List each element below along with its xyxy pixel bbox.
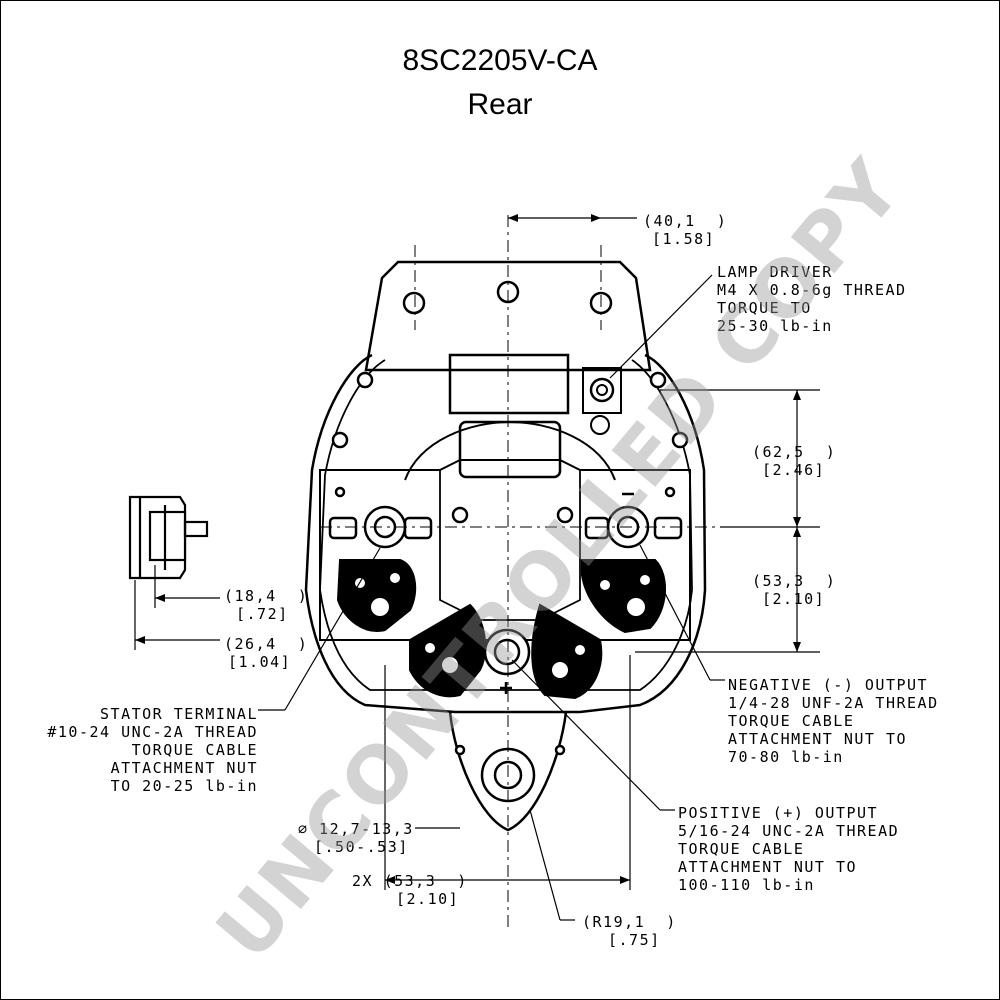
lamp-driver-line-3: TORQUE TO [717, 299, 812, 317]
right-lower-in: [2.10] [762, 590, 826, 608]
top-mounting-lug [364, 260, 652, 372]
side-a-in: [.72] [236, 605, 289, 623]
right-lower-mm: (53,3 ) [752, 572, 837, 590]
lamp-driver-line-2: M4 X 0.8-6g THREAD [717, 281, 907, 299]
heatsink-bottom-left [409, 603, 487, 698]
view-subtitle: Rear [467, 88, 533, 121]
positive-output-line-4: ATTACHMENT NUT TO [678, 858, 858, 876]
radius-in: [.75] [608, 931, 661, 949]
negative-output-line-2: 1/4-28 UNF-2A THREAD [728, 694, 939, 712]
right-upper-in: [2.46] [762, 461, 826, 479]
regulator-box [448, 353, 570, 415]
heatsink-left [336, 559, 417, 632]
negative-output-line-4: ATTACHMENT NUT TO [728, 730, 908, 748]
stator-terminal-line-5: TO 20-25 lb-in [110, 777, 258, 795]
center-dome [404, 420, 616, 481]
negative-output-line-5: 70-80 lb-in [728, 748, 844, 766]
stator-terminal-line-1: STATOR TERMINAL [100, 705, 258, 723]
radius-mm: (R19,1 ) [582, 913, 677, 931]
bottom-span-mm: 2X (53,3 ) [352, 872, 468, 890]
heatsink-bottom-right [531, 603, 603, 700]
lamp-driver-line-4: 25-30 lb-in [717, 317, 833, 335]
bottom-mounting-lug [448, 711, 568, 832]
side-view [128, 495, 209, 580]
right-upper-mm: (62,5 ) [752, 443, 837, 461]
stator-terminal-line-3: TORQUE CABLE [131, 741, 258, 759]
hole-diameter-in: [.50-.53] [314, 838, 409, 856]
lamp-driver-line-1: LAMP DRIVER [717, 263, 833, 281]
side-a-mm: (18,4 ) [224, 587, 309, 605]
negative-output-line-1: NEGATIVE (-) OUTPUT [728, 676, 929, 694]
side-b-mm: (26,4 ) [224, 635, 309, 653]
positive-output-line-3: TORQUE CABLE [678, 840, 805, 858]
main-housing [304, 353, 707, 714]
positive-output-line-2: 5/16-24 UNC-2A THREAD [678, 822, 900, 840]
top-offset-in: [1.58] [652, 230, 716, 248]
negative-output-line-3: TORQUE CABLE [728, 712, 855, 730]
part-number-title: 8SC2205V-CA [402, 44, 598, 77]
positive-output-line-5: 100-110 lb-in [678, 876, 815, 894]
mount-hole-left [402, 291, 426, 315]
bottom-span-in: [2.10] [396, 890, 460, 908]
top-offset-mm: (40,1 ) [643, 212, 728, 230]
positive-output-line-1: POSITIVE (+) OUTPUT [678, 804, 879, 822]
stator-terminal-line-4: ATTACHMENT NUT [110, 759, 258, 777]
regulator-center-block [458, 420, 562, 479]
heatsink-right [581, 559, 666, 634]
stator-terminal-line-2: #10-24 UNC-2A THREAD [47, 723, 258, 741]
lamp-driver-terminal [582, 367, 622, 414]
side-b-in: [1.04] [228, 653, 292, 671]
hole-diameter-mm: ⌀ 12,7-13,3 [298, 820, 414, 838]
